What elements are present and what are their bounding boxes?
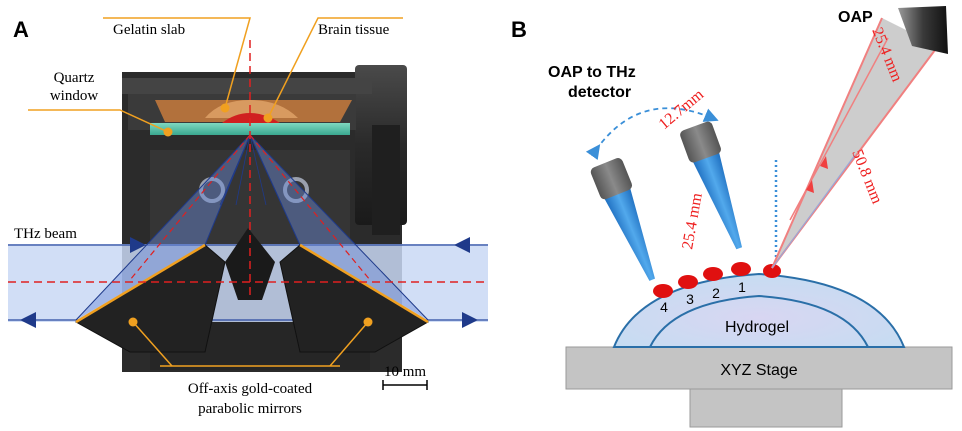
screw-left-icon	[199, 177, 225, 203]
arrow-out-bottom-left-icon	[20, 312, 36, 328]
hydrogel-inner	[649, 294, 869, 348]
label-oap: OAP	[838, 9, 873, 26]
label-n3: 3	[686, 291, 694, 307]
label-brain-tissue: Brain tissue	[318, 22, 390, 38]
panel-b-letter: B	[511, 17, 527, 42]
xyz-stage-base	[689, 388, 843, 428]
probe-left-cap	[590, 158, 633, 200]
top-rim	[122, 78, 372, 94]
rotate-arrow-icon	[585, 107, 719, 161]
arrow-in-top-left-icon	[130, 237, 146, 253]
label-quartz: Quartz	[54, 70, 95, 86]
quartz-window	[150, 123, 350, 135]
label-gelatin-slab: Gelatin slab	[113, 22, 185, 38]
label-n2: 2	[712, 285, 720, 301]
arrow-out-bottom-right-icon	[462, 312, 478, 328]
panel-b: B XYZ Stage Hydrogel 4 3 2 1	[511, 6, 953, 428]
label-mirrors-line2: parabolic mirrors	[198, 401, 302, 417]
label-oap-to-thz: OAP to THz	[548, 64, 636, 81]
panel-a: A	[8, 17, 488, 417]
sample-dot-1	[731, 262, 751, 276]
oap-mirror	[898, 6, 948, 54]
label-xyz-stage: XYZ Stage	[720, 362, 797, 379]
label-window: window	[50, 88, 99, 104]
label-n4: 4	[660, 299, 668, 315]
probe-left	[590, 158, 655, 281]
hydrogel-outer	[612, 272, 906, 348]
side-bracket	[372, 125, 400, 235]
label-50-8mm: 50.8 mm	[848, 147, 885, 207]
scale-bar-label: 10 mm	[384, 364, 426, 380]
sample-dot-3	[678, 275, 698, 289]
label-25-4mm-left: 25.4 mm	[679, 191, 706, 251]
arrow-in-top-right-icon	[454, 237, 470, 253]
label-n1: 1	[738, 279, 746, 295]
label-mirrors-line1: Off-axis gold-coated	[188, 381, 313, 397]
sample-dot-2	[703, 267, 723, 281]
screw-right-icon	[283, 177, 309, 203]
label-thz-beam: THz beam	[14, 226, 77, 242]
label-detector: detector	[568, 84, 631, 101]
label-hydrogel: Hydrogel	[725, 319, 789, 336]
panel-a-letter: A	[13, 17, 29, 42]
sample-dot-focus	[763, 264, 781, 278]
sample-dot-4	[653, 284, 673, 298]
oap-cone	[772, 18, 938, 268]
